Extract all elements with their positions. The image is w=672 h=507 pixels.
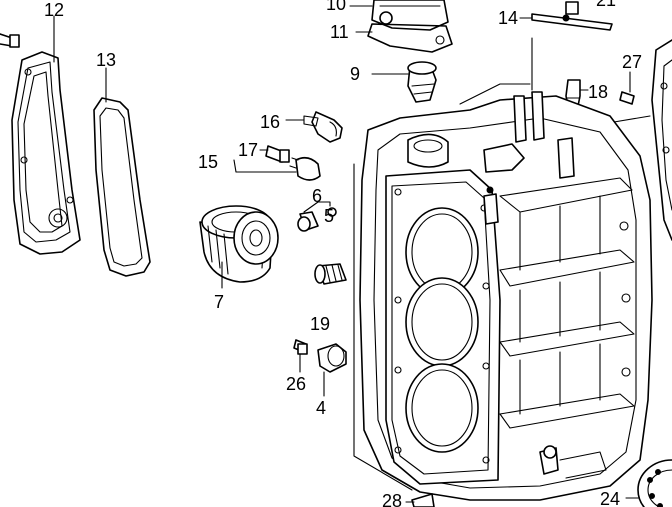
part-12-cover-gasket xyxy=(11,51,81,255)
part-9-thermostat xyxy=(407,61,437,103)
part-17-bolt xyxy=(265,145,290,163)
reference-lines xyxy=(353,37,651,491)
callout-14: 14 xyxy=(498,8,518,28)
callout-7: 7 xyxy=(214,292,224,312)
part-28-bolt xyxy=(411,493,435,507)
part-12-bolt xyxy=(0,33,20,48)
part-4-collar xyxy=(317,343,347,373)
part-24-bearing xyxy=(637,459,672,507)
callout-28: 28 xyxy=(382,491,402,507)
callout-18: 18 xyxy=(588,82,608,102)
callout-6: 6 xyxy=(312,186,322,206)
callout-11: 11 xyxy=(330,22,349,42)
part-16-sensor xyxy=(303,111,343,143)
callout-27: 27 xyxy=(622,52,642,72)
callout-24: 24 xyxy=(600,489,620,507)
callout-12: 12 xyxy=(44,0,64,20)
part-13-gasket xyxy=(93,97,151,277)
callout-15: 15 xyxy=(198,152,218,172)
callout-16: 16 xyxy=(260,112,280,132)
callout-17: 17 xyxy=(238,140,258,160)
part-21-bolt xyxy=(565,1,579,15)
part-6-fitting xyxy=(297,211,319,232)
callout-13: 13 xyxy=(96,50,116,70)
part-7-oil-filter xyxy=(199,205,279,283)
part-14-bracket xyxy=(531,13,613,31)
part-15-sensor xyxy=(289,156,321,181)
cylinder-block xyxy=(359,91,653,501)
callout-10: 10 xyxy=(326,0,346,14)
callout-4: 4 xyxy=(316,398,326,418)
right-edge-cover-partial xyxy=(651,39,672,241)
callout-19: 19 xyxy=(310,314,330,334)
callout-26: 26 xyxy=(286,374,306,394)
part-27-pin xyxy=(619,91,635,105)
part-19-plug xyxy=(314,263,347,285)
part-26-bolt xyxy=(293,339,308,355)
part-5-washer xyxy=(327,207,337,217)
part-11-gasket xyxy=(367,23,453,53)
callout-9: 9 xyxy=(350,64,360,84)
callout-5: 5 xyxy=(324,206,334,226)
callout-21: 21 xyxy=(596,0,616,10)
